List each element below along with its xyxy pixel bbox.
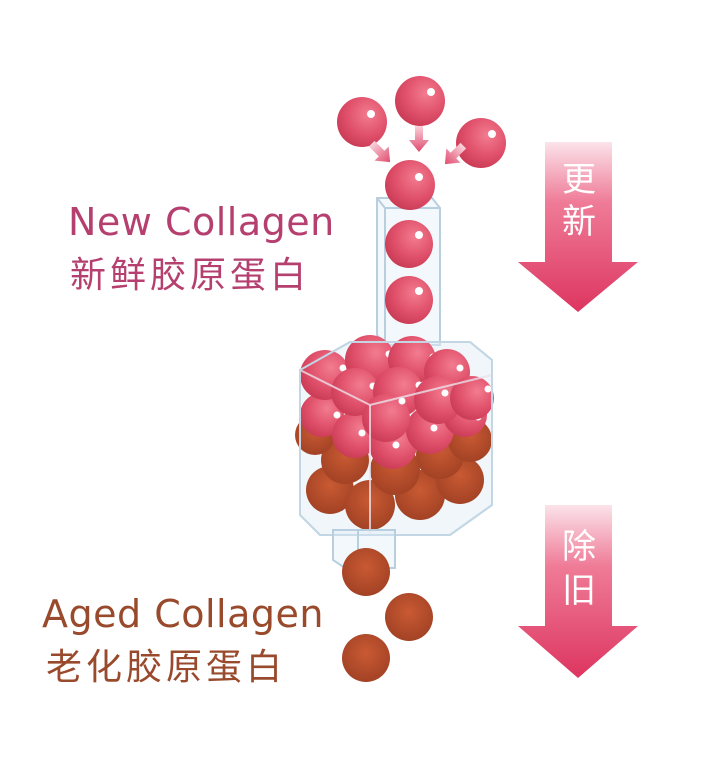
renew-arrow-char-1: 更 bbox=[562, 160, 596, 200]
new-collagen-label-en: New Collagen bbox=[68, 200, 335, 244]
remove-old-arrow-char-1: 除 bbox=[562, 527, 596, 567]
incoming-new-spheres bbox=[337, 76, 506, 168]
new-collagen-label-zh: 新鲜胶原蛋白 bbox=[70, 255, 311, 296]
renew-arrow-char-2: 新 bbox=[562, 202, 596, 242]
converging-arrows bbox=[368, 126, 467, 165]
remove-old-arrow-shape bbox=[518, 505, 638, 678]
renew-arrow-shape bbox=[518, 142, 638, 312]
remove-old-arrow-char-2: 旧 bbox=[562, 571, 596, 611]
tube-new-spheres bbox=[385, 160, 435, 324]
outgoing-aged-spheres bbox=[342, 548, 433, 682]
collagen-container bbox=[295, 335, 494, 536]
aged-collagen-label-en: Aged Collagen bbox=[42, 592, 324, 636]
aged-collagen-label-zh: 老化胶原蛋白 bbox=[46, 647, 287, 688]
